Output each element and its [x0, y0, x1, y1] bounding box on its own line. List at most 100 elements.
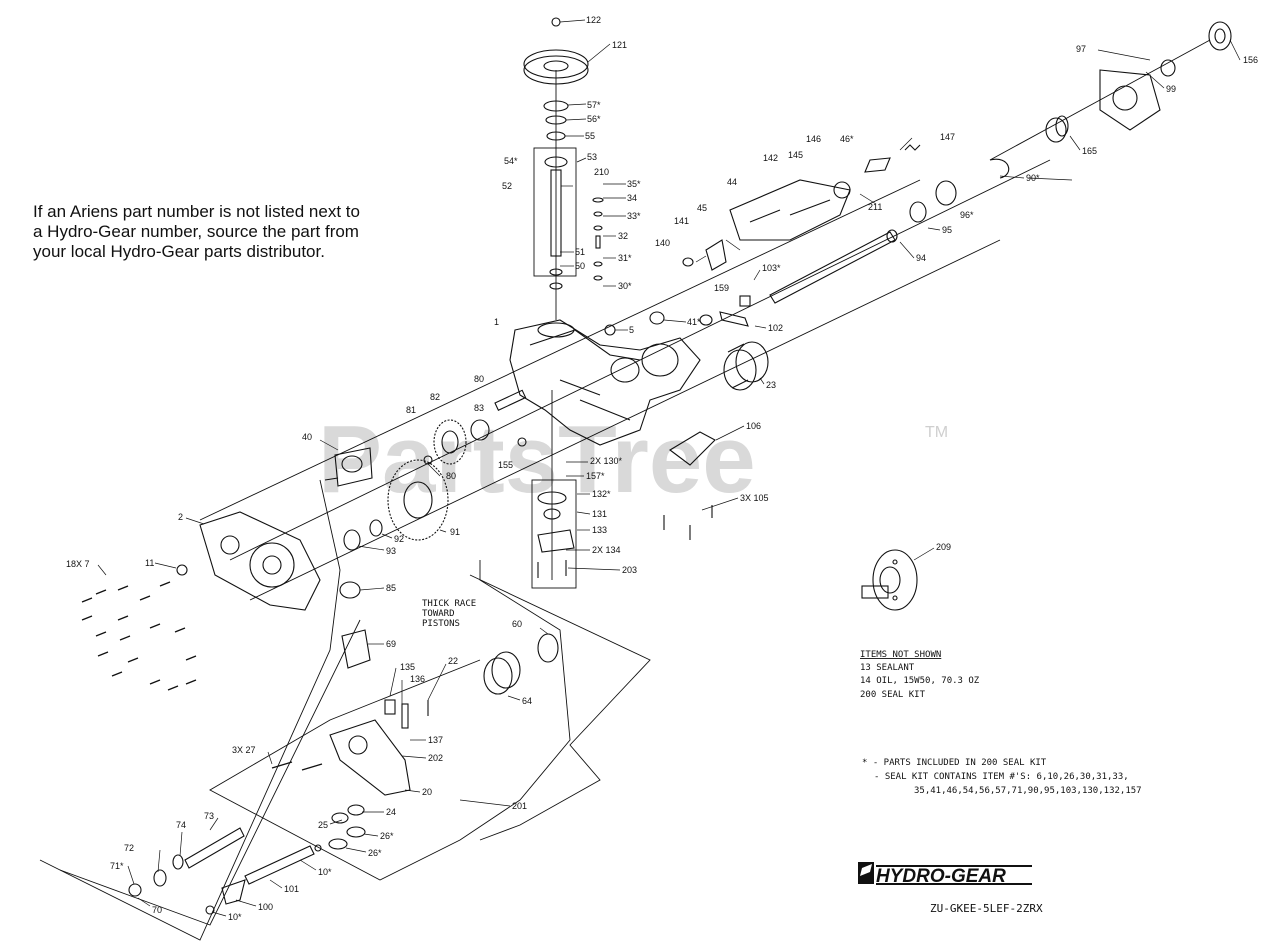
- items-not-shown-title: ITEMS NOT SHOWN: [860, 650, 941, 660]
- callout-24: 24: [386, 807, 396, 817]
- svg-text:- SEAL KIT CONTAINS ITEM #'S:: - SEAL KIT CONTAINS ITEM #'S: 6,10,26,30…: [874, 772, 1129, 782]
- callout-34: 34: [627, 193, 637, 203]
- callout-96: 96*: [960, 210, 974, 220]
- callout-92: 92: [394, 534, 404, 544]
- callout-52: 52: [502, 181, 512, 191]
- callout-94: 94: [916, 253, 926, 263]
- callout-35: 35*: [627, 179, 641, 189]
- callout-57: 57*: [587, 100, 601, 110]
- callout-157: 157*: [586, 471, 605, 481]
- callout-165: 165: [1082, 146, 1097, 156]
- callout-140: 140: [655, 238, 670, 248]
- callout-82: 82: [430, 392, 440, 402]
- callout-80: 80: [474, 374, 484, 384]
- callout-97: 97: [1076, 44, 1086, 54]
- callout-11: 11: [145, 558, 154, 568]
- callout-135: 135: [400, 662, 415, 672]
- callout-132: 132*: [592, 489, 611, 499]
- callout-134: 2X 134: [592, 545, 621, 555]
- svg-text:13 SEALANT: 13 SEALANT: [860, 663, 915, 673]
- callout-131: 131: [592, 509, 607, 519]
- callout-7: 18X 7: [66, 559, 90, 569]
- callout-45: 45: [697, 203, 707, 213]
- callout-81: 81: [406, 405, 416, 415]
- callout-40: 40: [302, 432, 312, 442]
- callout-26-lower: 26*: [368, 848, 382, 858]
- callout-93: 93: [386, 546, 396, 556]
- callout-159: 159: [714, 283, 729, 293]
- watermark-text: PartsTree: [318, 406, 756, 513]
- callout-23: 23: [766, 380, 776, 390]
- callout-142: 142: [763, 153, 778, 163]
- callout-99: 99: [1166, 84, 1176, 94]
- callout-103: 103*: [762, 263, 781, 273]
- callout-30: 30*: [618, 281, 632, 291]
- callout-31: 31*: [618, 253, 632, 263]
- note-line-3: your local Hydro-Gear parts distributor.: [33, 242, 325, 261]
- note-line-1: If an Ariens part number is not listed n…: [33, 202, 360, 221]
- callout-53: 53: [587, 152, 597, 162]
- callout-71: 71*: [110, 861, 124, 871]
- callout-labels: 122 121 57* 56* 55 54* 53 52 210 35* 34 …: [66, 15, 1258, 922]
- callout-50: 50: [575, 261, 585, 271]
- callout-209: 209: [936, 542, 951, 552]
- svg-text:14 OIL, 15W50, 70.3 OZ: 14 OIL, 15W50, 70.3 OZ: [860, 676, 980, 686]
- callout-74: 74: [176, 820, 186, 830]
- callout-145: 145: [788, 150, 803, 160]
- model-number: ZU-GKEE-5LEF-2ZRX: [930, 902, 1043, 915]
- callout-41: 41*: [687, 317, 701, 327]
- callout-90: 90*: [1026, 173, 1040, 183]
- callout-137: 137: [428, 735, 443, 745]
- seal-kit-note: * - PARTS INCLUDED IN 200 SEAL KIT - SEA…: [862, 758, 1142, 796]
- callout-210: 210: [594, 167, 609, 177]
- callout-147: 147: [940, 132, 955, 142]
- callout-72: 72: [124, 843, 134, 853]
- callout-106: 106: [746, 421, 761, 431]
- callout-55: 55: [585, 131, 595, 141]
- callout-101: 101: [284, 884, 299, 894]
- callout-202: 202: [428, 753, 443, 763]
- callout-64: 64: [522, 696, 532, 706]
- watermark-tm: TM: [925, 424, 948, 441]
- thick-race-note: THICK RACE TOWARD PISTONS: [422, 599, 476, 629]
- svg-text:PISTONS: PISTONS: [422, 619, 460, 629]
- callout-26: 26*: [380, 831, 394, 841]
- ariens-note: If an Ariens part number is not listed n…: [33, 202, 453, 262]
- callout-83: 83: [474, 403, 484, 413]
- callout-133: 133: [592, 525, 607, 535]
- callout-5: 5: [629, 325, 634, 335]
- callout-33: 33*: [627, 211, 641, 221]
- callout-211: 211: [868, 202, 882, 212]
- callout-73: 73: [204, 811, 214, 821]
- callout-32: 32: [618, 231, 628, 241]
- brand-text: HYDRO-GEAR: [876, 866, 1006, 887]
- callout-141: 141: [674, 216, 689, 226]
- callout-136: 136: [410, 674, 425, 684]
- diagram-drawing: [39, 17, 1232, 941]
- callout-10: 10*: [318, 867, 332, 877]
- callout-91: 91: [450, 527, 460, 537]
- callout-121: 121: [612, 40, 627, 50]
- callout-100: 100: [258, 902, 273, 912]
- leader-lines: [97, 19, 1241, 917]
- callout-54: 54*: [504, 156, 518, 166]
- callout-2: 2: [178, 512, 183, 522]
- callout-27: 3X 27: [232, 745, 256, 755]
- callout-80-lower: 80: [446, 471, 456, 481]
- items-not-shown: ITEMS NOT SHOWN 13 SEALANT 14 OIL, 15W50…: [860, 650, 980, 700]
- callout-10-lower: 10*: [228, 912, 242, 922]
- callout-155: 155: [498, 460, 513, 470]
- svg-text:THICK RACE: THICK RACE: [422, 599, 476, 609]
- callout-69: 69: [386, 639, 396, 649]
- callout-46: 46*: [840, 134, 854, 144]
- callout-22: 22: [448, 656, 458, 666]
- callout-201: 201: [512, 801, 527, 811]
- callout-146: 146: [806, 134, 821, 144]
- hydro-gear-logo: HYDRO-GEAR: [858, 862, 1032, 887]
- callout-95: 95: [942, 225, 952, 235]
- svg-text:* - PARTS INCLUDED IN 200 SEAL: * - PARTS INCLUDED IN 200 SEAL KIT: [862, 758, 1047, 768]
- callout-51: 51: [575, 247, 585, 257]
- callout-156: 156: [1243, 55, 1258, 65]
- callout-105: 3X 105: [740, 493, 769, 503]
